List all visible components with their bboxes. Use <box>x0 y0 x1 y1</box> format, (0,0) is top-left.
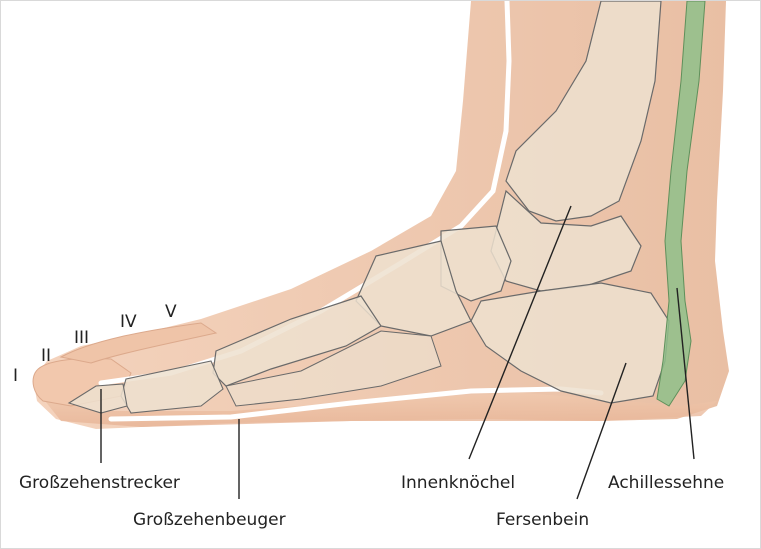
label-innenknoechel: Innenknöchel <box>401 473 515 493</box>
label-grosszehenbeuger: Großzehenbeuger <box>133 510 286 530</box>
label-fersenbein: Fersenbein <box>496 510 589 530</box>
toe-label-4: IV <box>120 312 137 332</box>
toe-label-5: V <box>165 302 177 322</box>
label-achillessehne: Achillessehne <box>608 473 724 493</box>
toe-label-2: II <box>41 346 51 366</box>
label-grosszehenstrecker: Großzehenstrecker <box>19 473 180 493</box>
toe-label-1: I <box>13 366 18 386</box>
toe-label-3: III <box>74 328 89 348</box>
